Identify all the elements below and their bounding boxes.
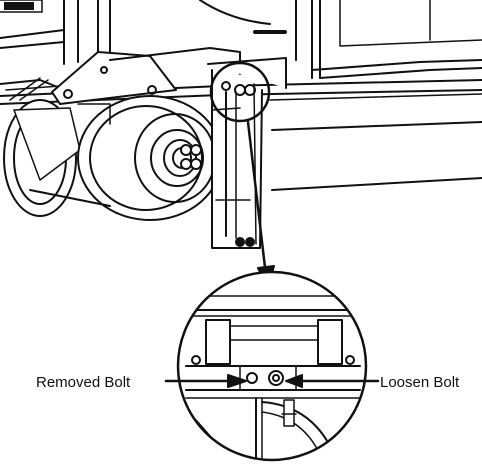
- loosen-bolt-label: Loosen Bolt: [380, 374, 460, 391]
- wheel-assembly: [3, 95, 223, 221]
- loosen-bolt-arrow-icon: [285, 374, 380, 388]
- mounting-bracket: [207, 57, 287, 249]
- removed-bolt-arrow-icon: [164, 374, 247, 388]
- detail-highlight-circle: [209, 61, 271, 123]
- removed-bolt-label: Removed Bolt: [36, 374, 131, 391]
- detail-circle-border: [176, 270, 368, 462]
- detail-view: [178, 272, 366, 460]
